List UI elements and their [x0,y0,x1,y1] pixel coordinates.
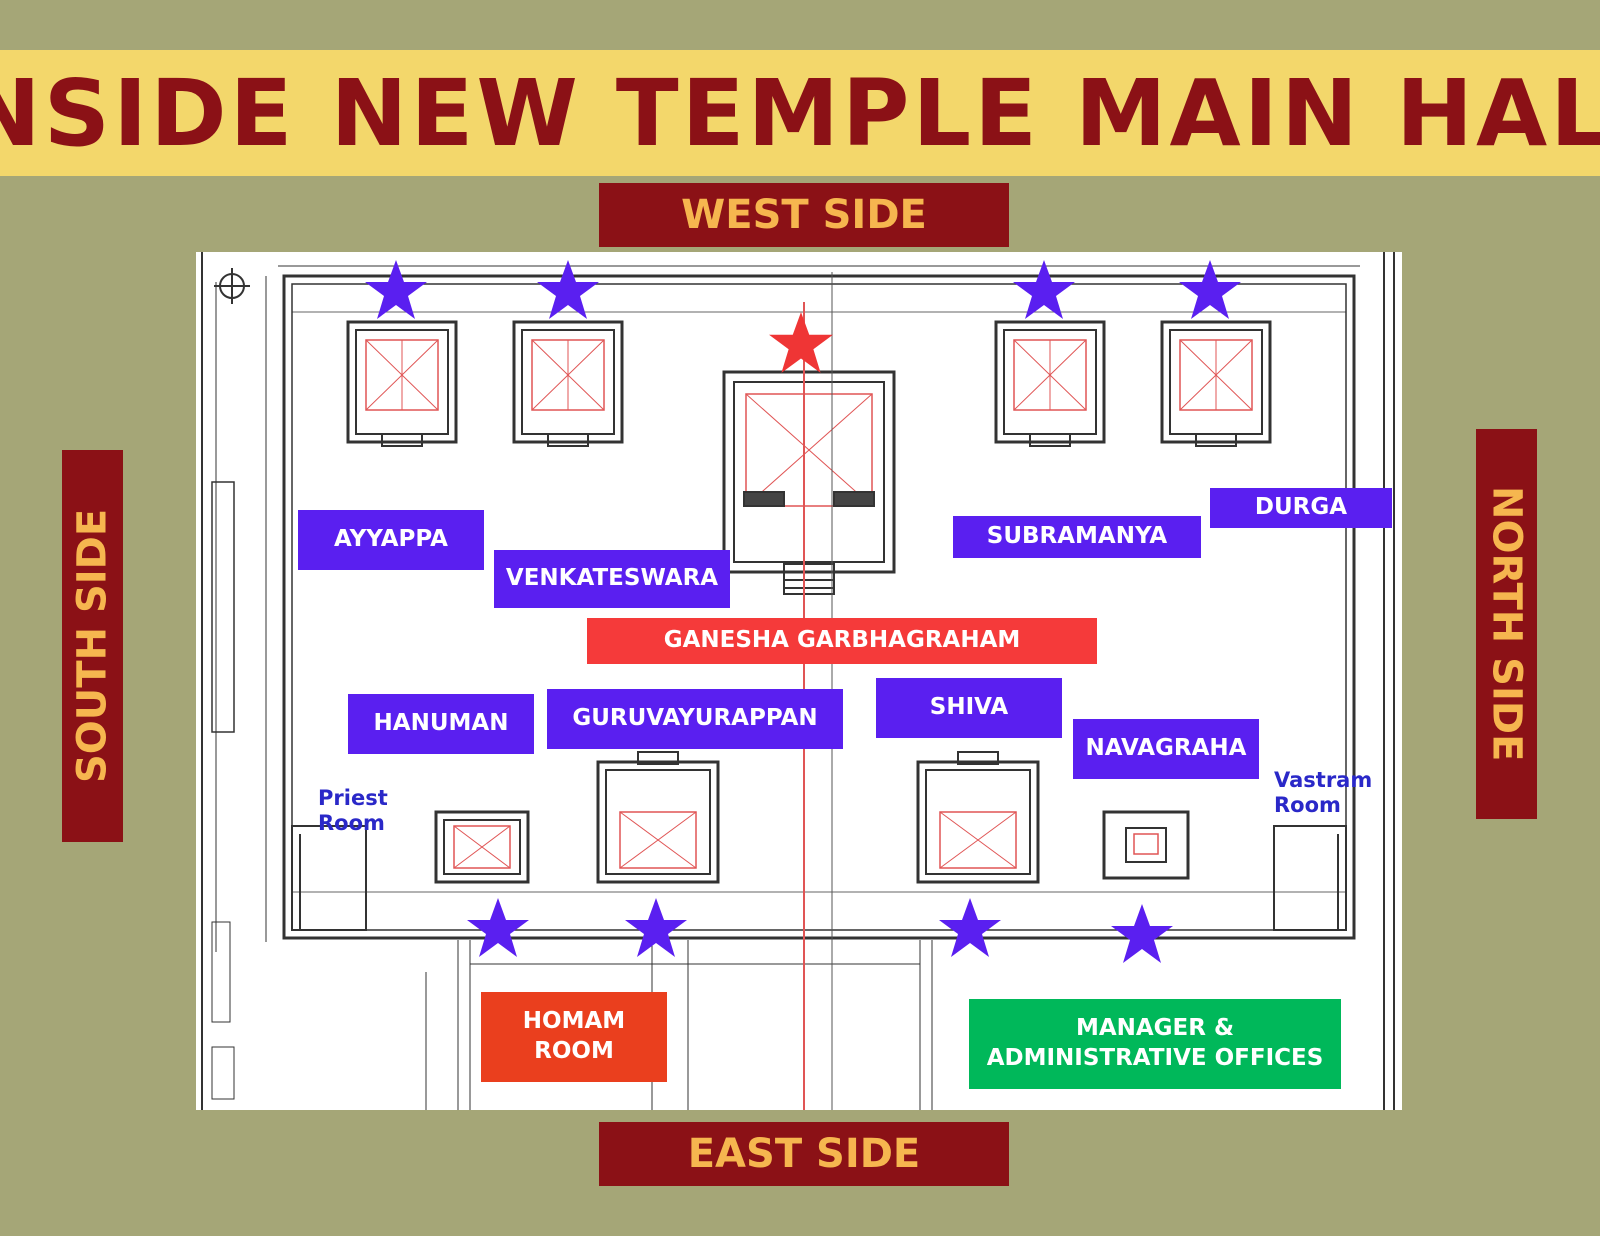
label-vastram-room: Vastram Room [1274,768,1373,818]
title-band: INSIDE NEW TEMPLE MAIN HALL [0,50,1600,176]
star-icon [1179,260,1241,319]
star-icon [537,260,599,319]
label-priest-room: Priest Room [318,786,388,836]
star-icon [939,898,1001,957]
label-durga: DURGA [1210,488,1392,528]
star-icon [1111,904,1173,963]
label-hanuman: HANUMAN [348,694,534,754]
label-venkateswara: VENKATESWARA [494,550,730,608]
star-icon [625,898,687,957]
label-ganesha-garbhagraham: GANESHA GARBHAGRAHAM [587,618,1097,664]
label-homam-room: HOMAM ROOM [481,992,667,1082]
star-icon [467,898,529,957]
floor-plan: AYYAPPA VENKATESWARA SUBRAMANYA DURGA GA… [196,252,1402,1110]
label-navagraha: NAVAGRAHA [1073,719,1259,779]
south-side-label: SOUTH SIDE [62,450,123,842]
label-shiva: SHIVA [876,678,1062,738]
west-side-label: WEST SIDE [599,183,1009,247]
star-icon [365,260,427,319]
label-subramanya: SUBRAMANYA [953,516,1201,558]
page-title: INSIDE NEW TEMPLE MAIN HALL [0,59,1600,167]
label-manager-offices: MANAGER & ADMINISTRATIVE OFFICES [969,999,1341,1089]
star-icon [1013,260,1075,319]
label-ayyappa: AYYAPPA [298,510,484,570]
floor-plan-drawing [201,252,1395,1110]
north-side-label: NORTH SIDE [1476,429,1537,819]
main-star-icon [769,312,833,373]
east-side-label: EAST SIDE [599,1122,1009,1186]
label-guruvayurappan: GURUVAYURAPPAN [547,689,843,749]
